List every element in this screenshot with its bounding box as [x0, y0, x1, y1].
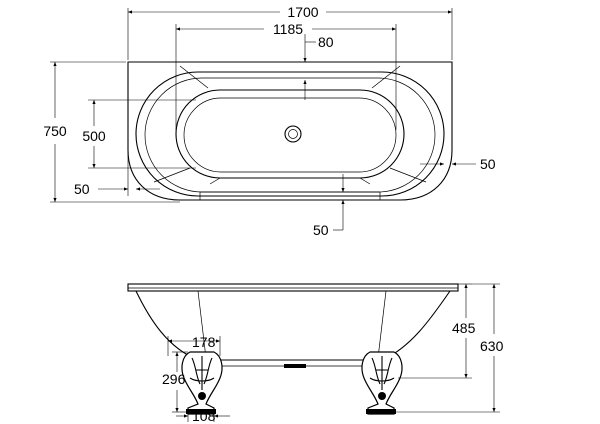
dim-right-rim: 50	[480, 156, 496, 172]
basin-floor-outline	[183, 97, 397, 173]
outer-tub-outline	[135, 71, 445, 197]
inner-basin-outline	[175, 89, 405, 179]
drain-inner-ring	[288, 129, 298, 139]
waste-outlet	[284, 364, 306, 368]
tub-body-outline	[135, 290, 451, 361]
panel-line	[377, 290, 387, 359]
dim-bottom-rim: 50	[313, 222, 329, 238]
dim-inner-length: 1185	[273, 21, 303, 37]
dim-foot-height: 296	[162, 371, 186, 387]
front-step-outline	[199, 191, 381, 200]
right-claw-foot	[361, 351, 403, 415]
slope-line	[153, 167, 191, 183]
slope-line	[359, 177, 371, 185]
outer-rim-outline	[127, 61, 453, 201]
panel-line	[197, 290, 207, 359]
dim-overall-length: 1700	[287, 4, 318, 20]
dim-foot-spacing: 178	[192, 334, 216, 350]
drain-icon	[284, 125, 302, 143]
left-claw-foot	[181, 351, 223, 415]
dim-inner-width: 500	[82, 128, 106, 144]
side-view: 178 296 108 485 630	[127, 283, 504, 424]
dim-depth: 485	[452, 320, 476, 336]
dim-foot-width: 108	[192, 408, 216, 424]
slope-line	[179, 65, 209, 89]
dim-overall-height: 630	[480, 338, 504, 354]
top-view: 1700 1185 80 750 500 50 50	[43, 4, 495, 238]
tub-rim	[127, 283, 459, 292]
dim-rim-top: 80	[318, 34, 334, 50]
tub-shoulder-outline	[144, 77, 436, 193]
dim-overall-width: 750	[43, 123, 67, 139]
slope-line	[371, 65, 401, 89]
dim-left-rim: 50	[74, 181, 90, 197]
slope-line	[389, 167, 427, 183]
slope-line	[209, 177, 221, 185]
